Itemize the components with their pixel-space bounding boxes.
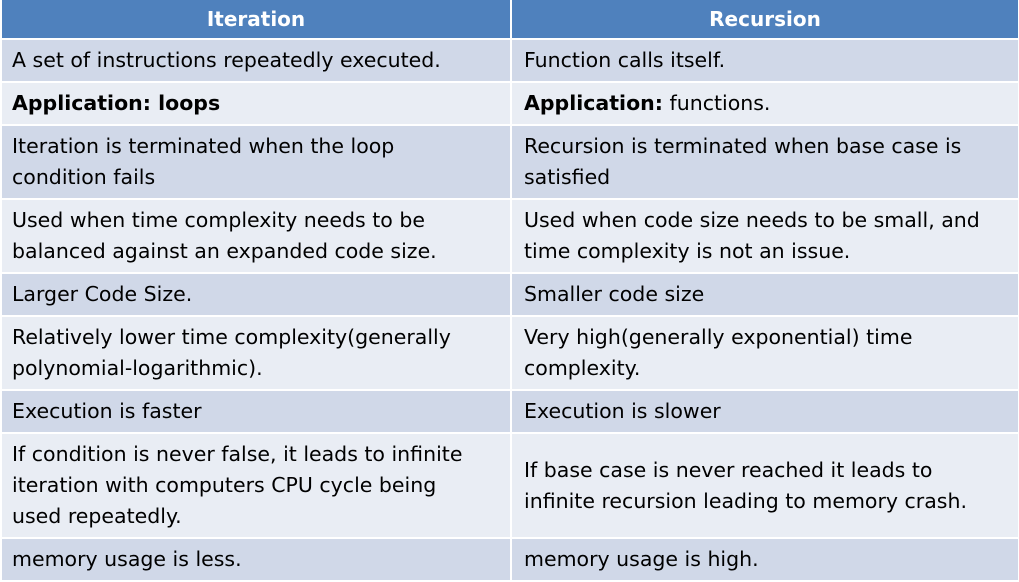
cell-line: Execution is faster [12, 399, 202, 423]
cell-recursion: Function calls itself. [511, 39, 1019, 83]
cell-line: Very high(generally exponential) time [524, 325, 913, 349]
cell-line: Used when time complexity needs to be [12, 208, 425, 232]
table-row: Execution is faster Execution is slower [2, 390, 1019, 434]
table-row: Iteration is terminated when the loop co… [2, 125, 1019, 200]
cell-line: balanced against an expanded code size. [12, 239, 437, 263]
cell-line: used repeatedly. [12, 504, 182, 528]
table-row: Relatively lower time complexity(general… [2, 316, 1019, 391]
cell-iteration: If condition is never false, it leads to… [2, 433, 512, 539]
table-row: Larger Code Size. Smaller code size [2, 273, 1019, 317]
table-row: memory usage is less. memory usage is hi… [2, 538, 1019, 582]
cell-line: If base case is never reached it leads t… [524, 457, 933, 482]
header-iteration: Iteration [2, 0, 512, 40]
cell-iteration: A set of instructions repeatedly execute… [2, 39, 512, 83]
cell-line: infinite recursion leading to memory cra… [524, 488, 967, 513]
cell-line: Smaller code size [524, 282, 705, 306]
cell-line: Recursion is terminated when base case i… [524, 134, 962, 158]
table-row: A set of instructions repeatedly execute… [2, 39, 1019, 83]
cell-line: condition fails [12, 165, 156, 189]
cell-line: Iteration is terminated when the loop [12, 134, 395, 158]
cell-line: Relatively lower time complexity(general… [12, 325, 451, 349]
cell-line: memory usage is less. [12, 547, 242, 571]
table-row: If condition is never false, it leads to… [2, 433, 1019, 539]
cell-line: memory usage is high. [524, 547, 759, 571]
table-row: Used when time complexity needs to be ba… [2, 199, 1019, 274]
cell-line: If condition is never false, it leads to… [12, 442, 463, 466]
cell-line: Function calls itself. [524, 48, 726, 72]
cell-iteration: Iteration is terminated when the loop co… [2, 125, 512, 200]
cell-line: Used when code size needs to be small, a… [524, 208, 980, 232]
cell-recursion: Application: functions. [511, 82, 1019, 126]
cell-bold-text: Application: loops [12, 91, 221, 115]
cell-line: A set of instructions repeatedly execute… [12, 48, 441, 72]
cell-iteration: memory usage is less. [2, 538, 512, 582]
cell-iteration: Execution is faster [2, 390, 512, 434]
table-row: Application: loops Application: function… [2, 82, 1019, 126]
cell-line: iteration with computers CPU cycle being [12, 473, 437, 497]
cell-recursion: memory usage is high. [511, 538, 1019, 582]
cell-iteration: Application: loops [2, 82, 512, 126]
cell-text: functions. [662, 91, 771, 115]
cell-line: time complexity is not an issue. [524, 239, 851, 263]
cell-iteration: Used when time complexity needs to be ba… [2, 199, 512, 274]
cell-recursion: Used when code size needs to be small, a… [511, 199, 1019, 274]
cell-recursion: Execution is slower [511, 390, 1019, 434]
cell-line: Larger Code Size. [12, 282, 193, 306]
cell-iteration: Relatively lower time complexity(general… [2, 316, 512, 391]
cell-recursion: Smaller code size [511, 273, 1019, 317]
cell-line: complexity. [524, 356, 641, 380]
cell-recursion: Recursion is terminated when base case i… [511, 125, 1019, 200]
cell-recursion: Very high(generally exponential) time co… [511, 316, 1019, 391]
cell-line: Execution is slower [524, 399, 721, 423]
cell-line: polynomial-logarithmic). [12, 356, 263, 380]
header-recursion: Recursion [511, 0, 1019, 40]
cell-line: satisfied [524, 165, 611, 189]
cell-recursion: If base case is never reached it leads t… [511, 433, 1019, 539]
cell-iteration: Larger Code Size. [2, 273, 512, 317]
header-row: Iteration Recursion [2, 0, 1019, 40]
cell-bold-text: Application: [524, 91, 663, 115]
